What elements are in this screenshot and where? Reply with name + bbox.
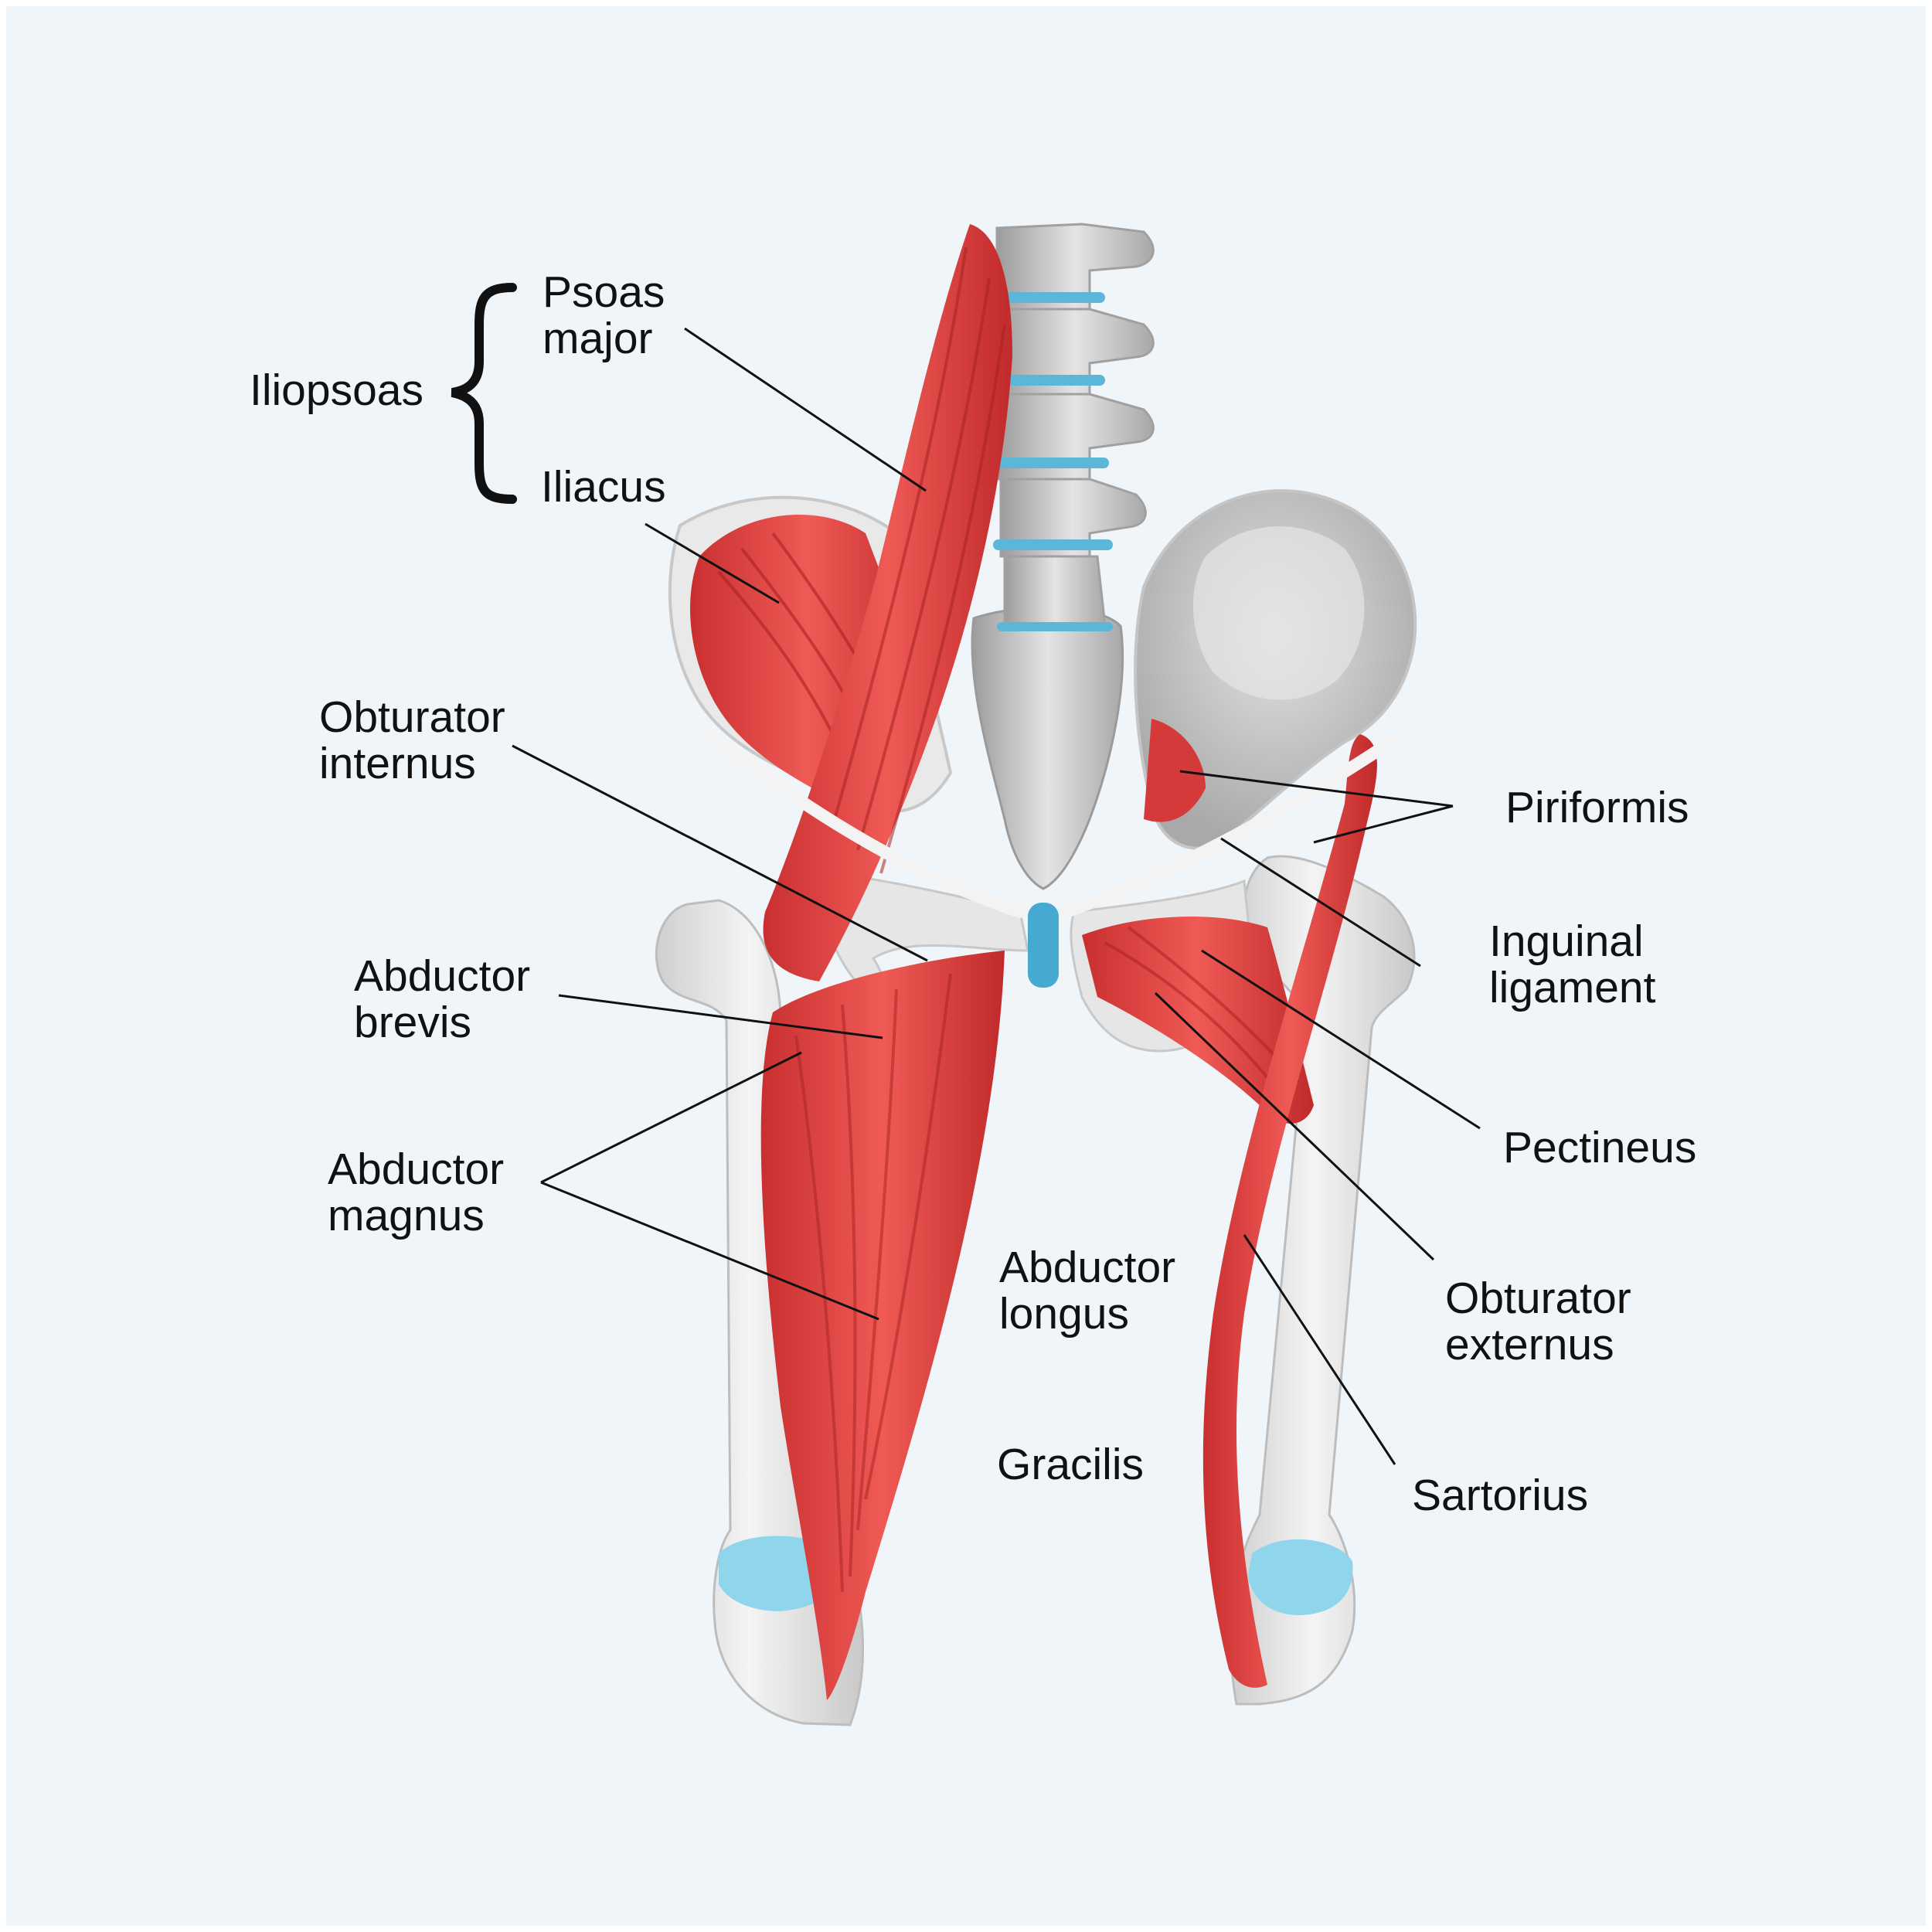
label-gracilis: Gracilis <box>997 1440 1145 1489</box>
piriformis-muscle <box>1144 719 1206 822</box>
label-abductor-magnus: Abductor magnus <box>328 1145 505 1240</box>
right-femur <box>1230 855 1416 1706</box>
iliopsoas-brace <box>451 283 517 504</box>
psoas-major-muscle <box>763 224 1012 981</box>
right-ilium <box>1134 489 1417 850</box>
label-iliacus: Iliacus <box>541 462 666 512</box>
left-adductor-muscles <box>760 951 1005 1700</box>
label-inguinal-ligament: Inguinal ligament <box>1489 917 1656 1012</box>
label-psoas-major: Psoas major <box>543 267 665 363</box>
label-obturator-externus: Obturator externus <box>1445 1274 1631 1369</box>
lumbar-spine <box>993 223 1155 631</box>
label-sartorius: Sartorius <box>1412 1471 1589 1520</box>
label-piriformis: Piriformis <box>1505 783 1689 832</box>
label-abductor-brevis: Abductor brevis <box>354 951 531 1047</box>
label-pectineus: Pectineus <box>1503 1123 1697 1172</box>
pubic-symphysis <box>1028 903 1059 988</box>
label-abductor-longus: Abductor longus <box>999 1243 1176 1338</box>
inguinal-ligament <box>693 720 1397 918</box>
label-iliopsoas: Iliopsoas <box>250 366 423 415</box>
label-obturator-internus: Obturator internus <box>319 692 505 788</box>
leader-lines <box>512 327 1481 1465</box>
